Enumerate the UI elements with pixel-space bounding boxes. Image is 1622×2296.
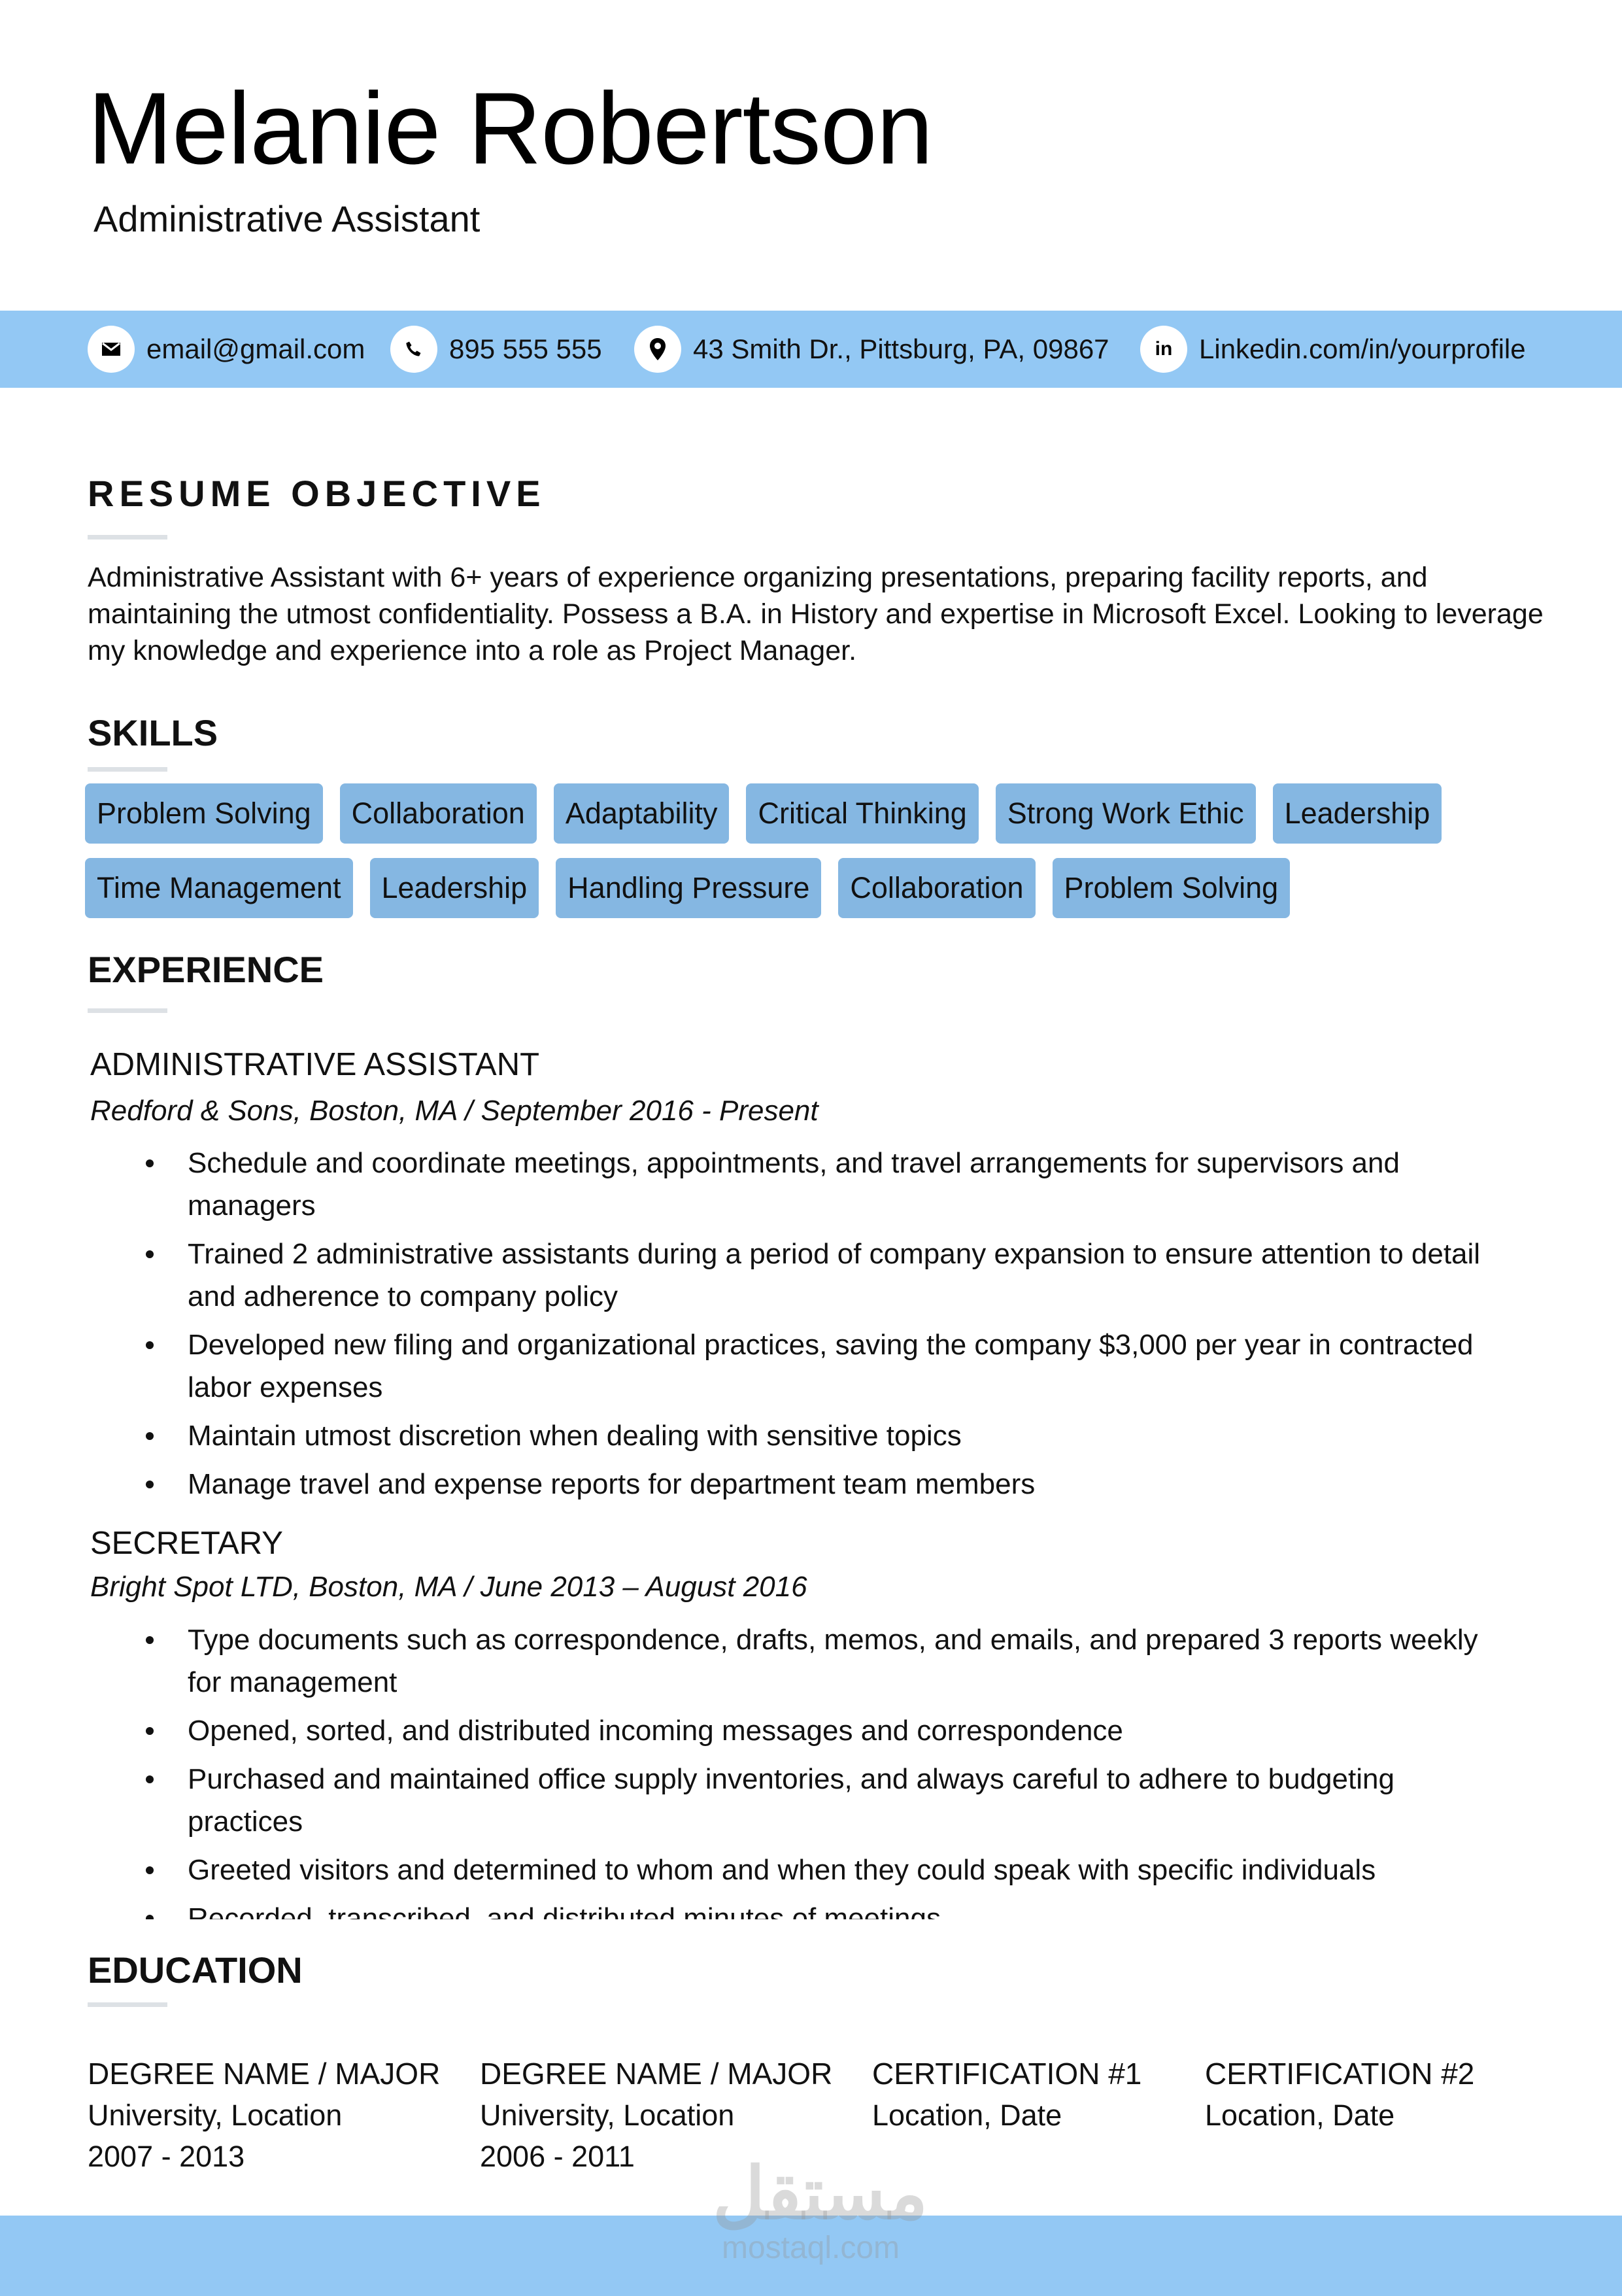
phone-icon (390, 326, 437, 373)
job-title: Administrative Assistant (93, 198, 481, 239)
footer-band (0, 2216, 1622, 2296)
job-1-meta: Redford & Sons, Boston, MA / September 2… (90, 1095, 819, 1127)
job-2-clip: SECRETARY Bright Spot LTD, Boston, MA / … (0, 1524, 1622, 1919)
experience-heading: EXPERIENCE (88, 949, 324, 990)
list-item: Developed new filing and organizational … (146, 1324, 1495, 1409)
skill-pill: Problem Solving (1052, 858, 1291, 918)
divider (88, 2002, 167, 2007)
education-line1: Location, Date (872, 2099, 1062, 2132)
education-line1: Location, Date (1205, 2099, 1395, 2132)
contact-band: email@gmail.com 895 555 555 43 Smith Dr.… (0, 311, 1622, 388)
list-item: Greeted visitors and determined to whom … (146, 1849, 1495, 1891)
contact-address[interactable]: 43 Smith Dr., Pittsburg, PA, 09867 (634, 326, 1109, 373)
divider (88, 535, 167, 540)
divider (88, 1008, 167, 1013)
job-2-bullets: Type documents such as correspondence, d… (146, 1619, 1495, 1919)
location-pin-icon (634, 326, 681, 373)
contact-email[interactable]: email@gmail.com (88, 326, 365, 373)
list-item: Purchased and maintained office supply i… (146, 1758, 1495, 1843)
education-line2: 2007 - 2013 (88, 2140, 245, 2173)
list-item: Manage travel and expense reports for de… (146, 1463, 1495, 1505)
objective-heading: RESUME OBJECTIVE (88, 473, 546, 514)
skill-pill: Critical Thinking (746, 783, 979, 844)
skill-pill: Time Management (85, 858, 353, 918)
envelope-icon (88, 326, 135, 373)
skill-pill: Leadership (1272, 783, 1442, 844)
contact-phone[interactable]: 895 555 555 (390, 326, 602, 373)
list-item: Schedule and coordinate meetings, appoin… (146, 1142, 1495, 1227)
skill-pill: Adaptability (553, 783, 730, 844)
skills-heading: SKILLS (88, 712, 218, 753)
skill-pill: Handling Pressure (556, 858, 822, 918)
job-2-meta: Bright Spot LTD, Boston, MA / June 2013 … (90, 1571, 807, 1603)
contact-linkedin[interactable]: in Linkedin.com/in/yourprofile (1140, 326, 1526, 373)
skills-list: Problem Solving Collaboration Adaptabili… (85, 783, 1589, 918)
education-item: CERTIFICATION #1 Location, Date (872, 2053, 1141, 2136)
list-item: Opened, sorted, and distributed incoming… (146, 1709, 1495, 1752)
education-item: DEGREE NAME / MAJOR University, Location… (88, 2053, 440, 2177)
education-line1: University, Location (88, 2099, 343, 2132)
skill-pill: Problem Solving (85, 783, 323, 844)
skill-pill: Collaboration (838, 858, 1036, 918)
skill-pill: Strong Work Ethic (995, 783, 1256, 844)
linkedin-icon: in (1140, 326, 1187, 373)
job-1-title: ADMINISTRATIVE ASSISTANT (90, 1047, 540, 1082)
skill-pill: Collaboration (339, 783, 537, 844)
education-item: DEGREE NAME / MAJOR University, Location… (480, 2053, 832, 2177)
list-item: Type documents such as correspondence, d… (146, 1619, 1495, 1704)
address-text: 43 Smith Dr., Pittsburg, PA, 09867 (693, 334, 1109, 364)
email-text: email@gmail.com (146, 334, 365, 364)
job-1-bullets: Schedule and coordinate meetings, appoin… (146, 1142, 1495, 1511)
education-name: CERTIFICATION #1 (872, 2057, 1142, 2091)
linkedin-text: Linkedin.com/in/yourprofile (1199, 334, 1526, 364)
education-item: CERTIFICATION #2 Location, Date (1205, 2053, 1474, 2136)
education-name: DEGREE NAME / MAJOR (480, 2057, 833, 2091)
education-line1: University, Location (480, 2099, 735, 2132)
education-name: CERTIFICATION #2 (1205, 2057, 1475, 2091)
education-line2: 2006 - 2011 (480, 2140, 635, 2173)
list-item: Trained 2 administrative assistants duri… (146, 1233, 1495, 1318)
job-2-title: SECRETARY (90, 1526, 283, 1561)
divider (88, 767, 167, 772)
objective-text: Administrative Assistant with 6+ years o… (88, 562, 1544, 666)
skill-pill: Leadership (369, 858, 539, 918)
education-heading: EDUCATION (88, 1949, 303, 1991)
list-item: Maintain utmost discretion when dealing … (146, 1414, 1495, 1457)
phone-text: 895 555 555 (449, 334, 602, 364)
education-name: DEGREE NAME / MAJOR (88, 2057, 441, 2091)
list-item: Recorded, transcribed, and distributed m… (146, 1897, 1495, 1919)
candidate-name: Melanie Robertson (88, 72, 933, 186)
